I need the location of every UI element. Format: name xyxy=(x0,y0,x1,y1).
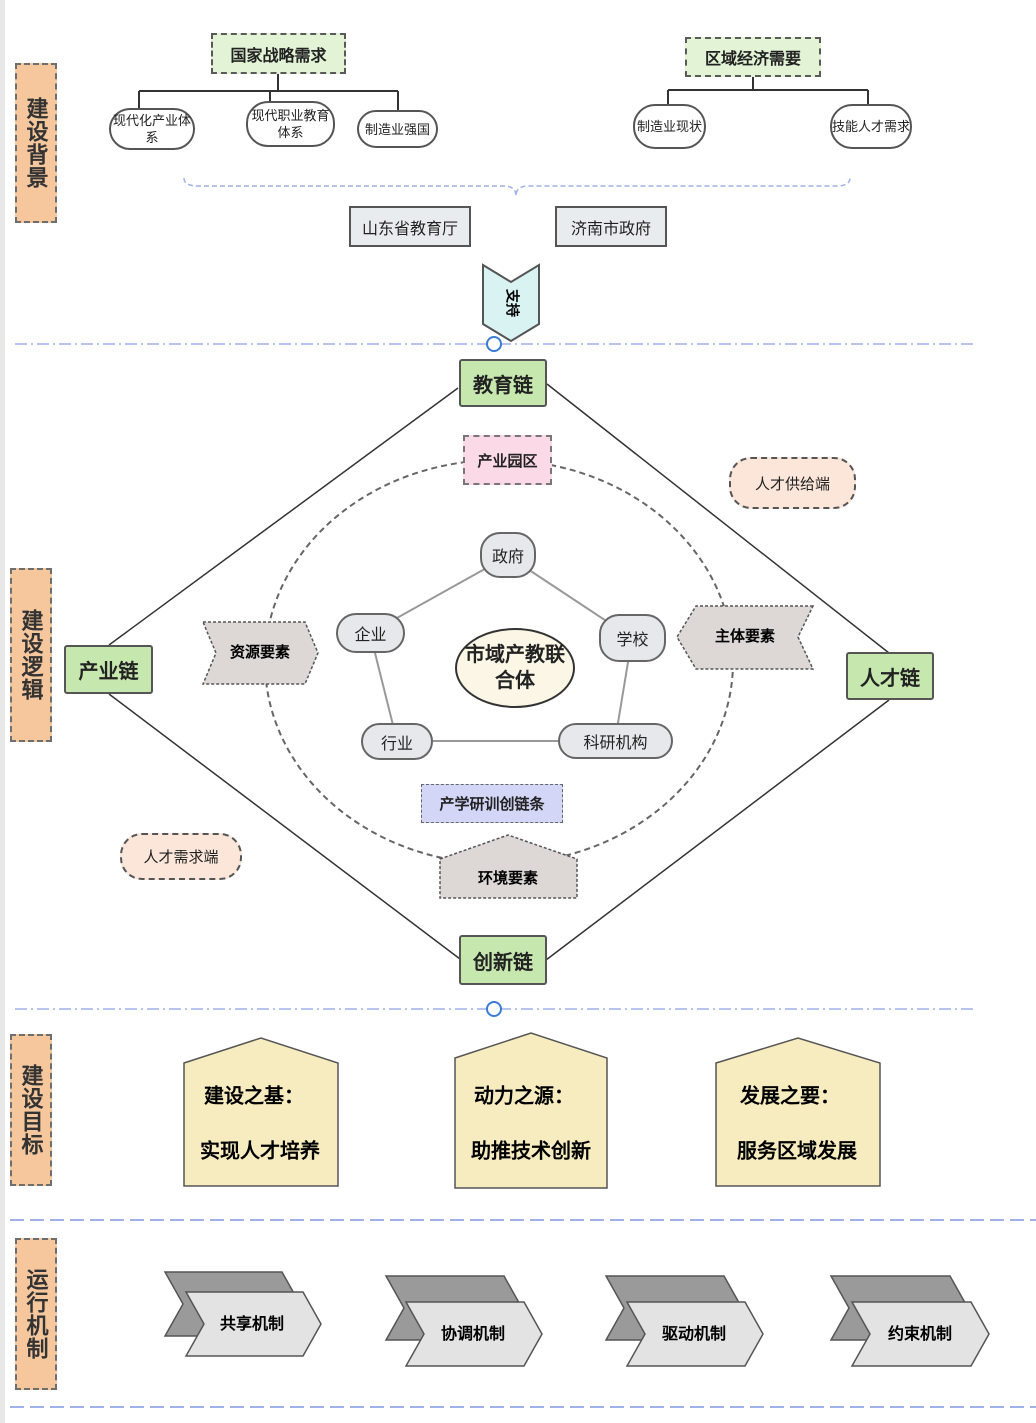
goal-card: 发展之要： 服务区域发展 xyxy=(715,1037,881,1187)
goal-card: 动力之源： 助推技术创新 xyxy=(454,1032,608,1189)
environment-element-shape xyxy=(439,834,578,899)
regional-item: 制造业现状 xyxy=(633,104,706,149)
mechanism-label: 驱动机制 xyxy=(662,1324,726,1343)
center-ellipse xyxy=(455,628,575,708)
support-label: 支持 xyxy=(504,288,520,317)
divider-handle[interactable] xyxy=(486,1001,502,1017)
left-edge-strip xyxy=(0,0,5,1423)
industry-chain-node: 产业链 xyxy=(64,645,153,694)
node-school: 学校 xyxy=(599,614,666,662)
goal-subtitle: 服务区域发展 xyxy=(737,1138,857,1162)
node-government: 政府 xyxy=(480,532,536,578)
section-label-goals: 建设目标 xyxy=(10,1034,52,1186)
industrial-park-label: 产业园区 xyxy=(463,435,552,485)
section-label-background: 建设背景 xyxy=(15,63,57,223)
goal-title: 动力之源： xyxy=(474,1083,574,1107)
goal-subtitle: 助推技术创新 xyxy=(471,1138,591,1162)
goal-subtitle: 实现人才培养 xyxy=(200,1138,320,1162)
bracket-brace xyxy=(183,177,851,197)
talent-demand-label: 人才需求端 xyxy=(120,833,242,880)
mechanism-arrow: 共享机制 xyxy=(163,1271,322,1357)
mechanism-arrow: 约束机制 xyxy=(829,1275,990,1367)
node-enterprise: 企业 xyxy=(336,613,405,653)
section-label-logic: 建设逻辑 xyxy=(10,568,52,742)
regional-economy-header: 区域经济需要 xyxy=(685,37,821,77)
mechanism-label: 约束机制 xyxy=(888,1324,952,1343)
environment-element-label: 环境要素 xyxy=(478,869,538,887)
divider-handle[interactable] xyxy=(486,336,502,352)
goal-card: 建设之基： 实现人才培养 xyxy=(183,1037,339,1187)
talent-supply-label: 人才供给端 xyxy=(729,457,856,509)
regional-item: 技能人才需求 xyxy=(830,104,912,149)
support-chevron xyxy=(482,263,540,343)
resource-element-arrow xyxy=(201,621,319,685)
talent-chain-node: 人才链 xyxy=(846,652,934,700)
mechanism-label: 共享机制 xyxy=(220,1314,284,1333)
resource-element-label: 资源要素 xyxy=(230,643,290,661)
subject-element-arrow xyxy=(676,605,815,670)
goal-title: 发展之要： xyxy=(739,1083,840,1107)
national-strategy-header: 国家战略需求 xyxy=(211,33,346,74)
agency-box: 济南市政府 xyxy=(555,206,667,247)
subject-element-label: 主体要素 xyxy=(715,627,775,645)
node-research-institute: 科研机构 xyxy=(558,723,673,759)
national-item: 现代化产业体系 xyxy=(109,108,195,150)
innovation-chain-node: 创新链 xyxy=(459,935,547,985)
mechanism-arrow: 驱动机制 xyxy=(604,1275,764,1367)
chain-diamond xyxy=(108,383,890,961)
collab-chain-label: 产学研训创链条 xyxy=(421,784,563,823)
national-tree-connectors xyxy=(138,74,399,110)
center-label: 市域产教联合体 xyxy=(465,644,565,692)
regional-tree-connectors xyxy=(667,77,869,104)
education-chain-node: 教育链 xyxy=(459,359,547,407)
national-item: 制造业强国 xyxy=(357,110,438,148)
section-label-mechanism: 运行机制 xyxy=(15,1238,57,1390)
mechanism-label: 协调机制 xyxy=(441,1324,505,1343)
node-industry: 行业 xyxy=(361,723,433,760)
mechanism-arrow: 协调机制 xyxy=(384,1275,543,1367)
goal-title: 建设之基： xyxy=(204,1083,304,1107)
agency-box: 山东省教育厅 xyxy=(349,206,471,247)
national-item: 现代职业教育体系 xyxy=(246,101,335,147)
